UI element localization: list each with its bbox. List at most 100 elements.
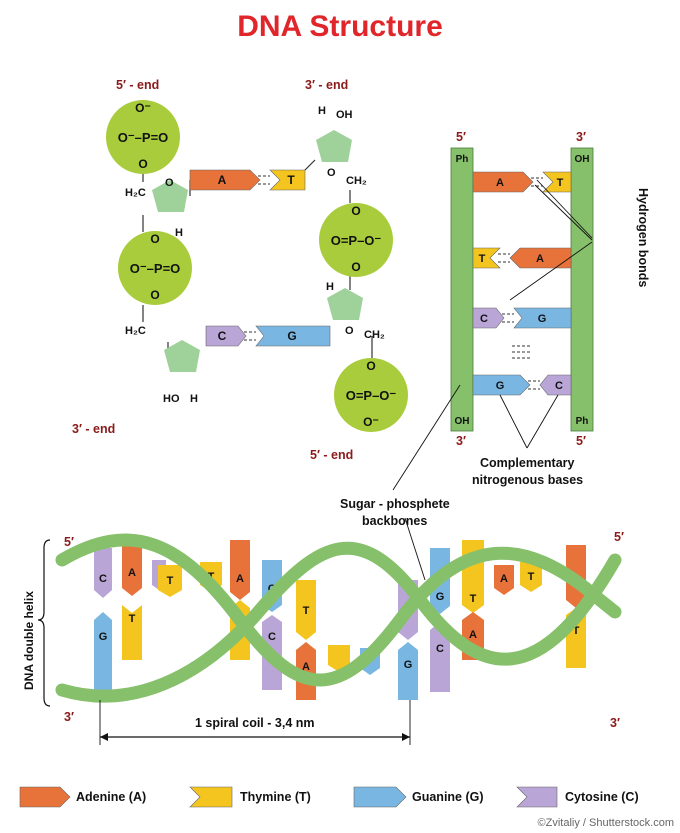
svg-text:G: G	[436, 591, 445, 603]
cytosine-base	[430, 622, 450, 692]
thymine-base	[122, 605, 142, 660]
guanine-base	[472, 374, 531, 396]
svg-text:H: H	[175, 227, 183, 239]
adenine-base	[472, 171, 534, 193]
svg-text:C: C	[555, 380, 563, 392]
svg-text:A: A	[469, 629, 477, 641]
svg-text:CH₂: CH₂	[346, 175, 367, 187]
guanine-base	[513, 307, 572, 329]
svg-text:CH₂: CH₂	[364, 329, 385, 341]
svg-text:C: C	[436, 643, 444, 655]
image-credit: ©Zvitaliy / Shutterstock.com	[537, 817, 674, 829]
svg-text:T: T	[573, 625, 580, 637]
cytosine-base	[94, 548, 112, 598]
ladder-bottom-right-label: 5′	[576, 434, 586, 448]
helix-5-left: 5′	[64, 535, 74, 549]
ladder-top-left-label: 5′	[456, 130, 466, 144]
thymine-base	[158, 565, 182, 597]
svg-text:A: A	[128, 567, 136, 579]
molecule-strand: O⁻–P=O O⁻ O O⁻–P=O O O O=P–O⁻ O O O=P–O⁻…	[106, 100, 408, 432]
helix-strand-2	[55, 541, 622, 703]
ladder-bottom-left-label: 3′	[456, 434, 466, 448]
svg-text:O: O	[165, 177, 174, 189]
svg-text:G: G	[99, 631, 108, 643]
diagram-title: DNA Structure	[237, 10, 443, 43]
svg-text:T: T	[167, 575, 174, 587]
svg-text:HO: HO	[163, 393, 180, 405]
sugar-ring	[327, 288, 363, 320]
helix-brace	[37, 539, 51, 707]
legend-guanine-swatch	[353, 786, 407, 808]
svg-text:O: O	[138, 157, 147, 171]
legend-cytosine-label: Cytosine (C)	[565, 790, 639, 804]
legend	[19, 786, 558, 808]
helix-strand-1	[55, 533, 622, 687]
svg-text:H₂C: H₂C	[125, 187, 146, 199]
svg-text:Ph: Ph	[456, 154, 469, 165]
svg-text:A: A	[302, 661, 310, 673]
phosphate-group: O=P–O⁻ O O	[319, 203, 393, 277]
svg-text:C: C	[480, 313, 488, 325]
svg-text:O⁻–P=O: O⁻–P=O	[118, 130, 169, 145]
hydrogen-bonds-label: Hydrogen bonds	[636, 188, 650, 288]
legend-thymine-label: Thymine (T)	[240, 790, 311, 804]
helix-5-right: 5′	[614, 530, 624, 544]
svg-text:H: H	[326, 281, 334, 293]
svg-text:T: T	[470, 593, 477, 605]
svg-text:T: T	[303, 605, 310, 617]
sugar-ring	[164, 340, 200, 372]
guanine-base	[94, 612, 112, 690]
svg-text:O: O	[366, 359, 375, 373]
phosphate-group: O⁻–P=O O⁻ O	[106, 100, 180, 174]
cytosine-base	[472, 307, 505, 329]
svg-text:H: H	[190, 393, 198, 405]
thymine-base	[520, 562, 542, 592]
label-3-end-bottom: 3′ - end	[72, 422, 116, 436]
thymine-base	[269, 169, 306, 191]
svg-text:T: T	[557, 177, 564, 189]
svg-text:Ph: Ph	[576, 416, 589, 427]
svg-text:A: A	[218, 173, 227, 187]
backbones-label: backbones	[362, 514, 428, 528]
svg-text:A: A	[536, 253, 544, 265]
sugar-phosphete-label: Sugar - phosphete	[340, 497, 450, 511]
label-3-end-top: 3′ - end	[305, 78, 349, 92]
double-helix: C G A T T T A T G C T A C G G C T A A T …	[37, 533, 622, 745]
cytosine-base	[205, 325, 247, 347]
label-5-end-top: 5′ - end	[116, 78, 160, 92]
dna-double-helix-label: DNA double helix	[22, 591, 36, 690]
svg-text:T: T	[129, 613, 136, 625]
svg-text:G: G	[404, 659, 413, 671]
legend-guanine-label: Guanine (G)	[412, 790, 484, 804]
svg-text:G: G	[538, 313, 547, 325]
svg-text:O=P–O⁻: O=P–O⁻	[346, 388, 397, 403]
legend-adenine-label: Adenine (A)	[76, 790, 147, 804]
svg-text:OH: OH	[455, 416, 470, 427]
cytosine-base	[539, 374, 572, 396]
svg-text:O⁻: O⁻	[135, 101, 151, 115]
svg-text:O=P–O⁻: O=P–O⁻	[331, 233, 382, 248]
svg-text:OH: OH	[575, 154, 590, 165]
thymine-base	[328, 645, 350, 672]
guanine-base	[398, 642, 418, 700]
svg-text:A: A	[500, 573, 508, 585]
sugar-ring	[152, 180, 188, 212]
legend-cytosine-swatch	[516, 786, 558, 808]
svg-text:C: C	[99, 573, 107, 585]
ladder-top-right-label: 3′	[576, 130, 586, 144]
adenine-base	[189, 169, 261, 191]
adenine-base	[230, 540, 250, 600]
svg-text:O⁻–P=O: O⁻–P=O	[130, 261, 181, 276]
legend-adenine-swatch	[19, 786, 71, 808]
thymine-base	[542, 171, 572, 193]
svg-text:G: G	[287, 329, 296, 343]
helix-3-right: 3′	[610, 716, 620, 730]
phosphate-group: O=P–O⁻ O O⁻	[334, 358, 408, 432]
svg-text:O: O	[345, 325, 354, 337]
label-5-end-bottom: 5′ - end	[310, 448, 354, 462]
left-backbone	[450, 147, 474, 432]
svg-text:O: O	[327, 167, 336, 179]
svg-text:O: O	[351, 204, 360, 218]
svg-text:H₂C: H₂C	[125, 325, 146, 337]
thymine-base	[472, 247, 501, 269]
